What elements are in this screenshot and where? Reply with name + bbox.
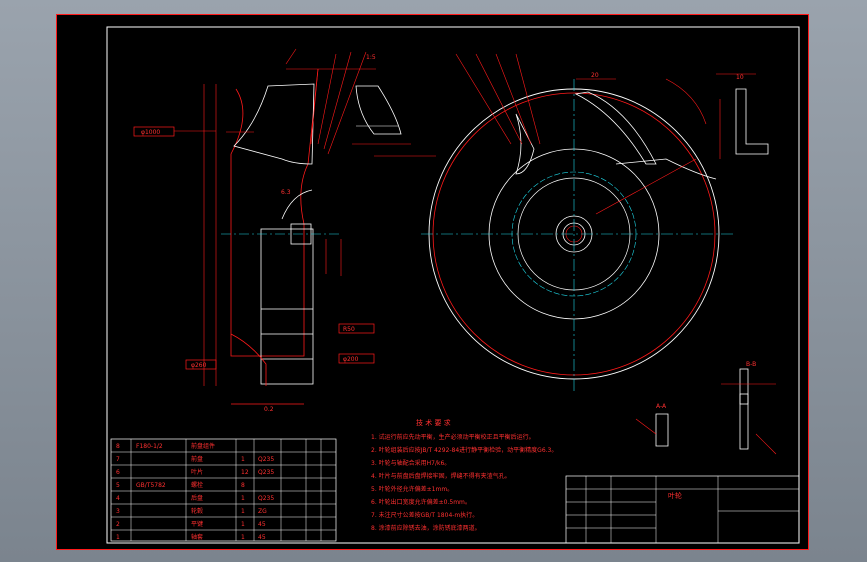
note-line: 7. 未注尺寸公差按GB/T 1804-m执行。 — [371, 511, 478, 519]
sheet-border-outer — [56, 14, 809, 550]
table-cell: 1 — [241, 534, 245, 541]
dimension-label: A-A — [656, 403, 667, 410]
table-cell: 12 — [241, 469, 249, 476]
table-cell: 8 — [241, 482, 245, 489]
impeller-drawing: 技 术 要 求 1. 试运行前应先动平衡，生产必须动平衡校正且平衡后运行。 2.… — [56, 14, 809, 550]
table-cell: 45 — [258, 521, 266, 528]
dimension-label: φ1000 — [141, 129, 160, 136]
dimension-label: 1:5 — [366, 54, 376, 61]
table-cell: 前盘组件 — [191, 442, 215, 450]
dimension-label: φ260 — [191, 362, 207, 369]
table-cell: 7 — [116, 456, 120, 463]
table-cell: 轮毂 — [191, 507, 203, 515]
table-cell: 螺栓 — [191, 481, 203, 489]
dimension-label: 0.2 — [264, 406, 274, 413]
note-line: 8. 涂漆前应除锈去油，涂防锈底漆两道。 — [371, 524, 481, 532]
drawing-viewport[interactable]: 技 术 要 求 1. 试运行前应先动平衡，生产必须动平衡校正且平衡后运行。 2.… — [56, 14, 809, 550]
sheet-border-inner — [106, 26, 800, 544]
dimension-labels: φ1000 R50 φ200 φ260 20 10 A-A B-B 0.2 1:… — [141, 54, 756, 413]
notes-title: 技 术 要 求 — [416, 418, 451, 427]
table-cell: F180-1/2 — [136, 443, 163, 450]
table-cell: 平键 — [191, 520, 203, 528]
table-cell: 1 — [241, 495, 245, 502]
table-cell: 轴套 — [191, 533, 203, 541]
table-cell: 45 — [258, 534, 266, 541]
detail-view-right — [635, 73, 777, 455]
notes-list: 1. 试运行前应先动平衡，生产必须动平衡校正且平衡后运行。 2. 叶轮组装后应按… — [371, 433, 557, 532]
table-cell: 1 — [241, 456, 245, 463]
table-cell: Q235 — [258, 469, 274, 476]
note-line: 6. 叶轮出口宽度允许偏差±0.5mm。 — [371, 498, 471, 506]
note-line: 3. 叶轮与轴配合采用H7/k6。 — [371, 459, 450, 467]
dimension-label: R50 — [343, 326, 355, 333]
note-line: 5. 叶轮外径允许偏差±1mm。 — [371, 485, 453, 493]
dimension-label: φ200 — [343, 356, 359, 363]
dimension-label: 20 — [591, 72, 599, 79]
table-cell: Q235 — [258, 456, 274, 463]
parts-table-text: 8 F180-1/2 前盘组件 7 前盘 1 Q235 6 叶片 12 Q235… — [116, 442, 274, 541]
table-cell: 5 — [116, 482, 120, 489]
section-view — [133, 48, 376, 405]
table-cell: 1 — [241, 508, 245, 515]
detail-view-top — [352, 85, 436, 157]
table-cell: 4 — [116, 495, 120, 502]
note-line: 2. 叶轮组装后应按JB/T 4292-84进行静平衡检验，动平衡精度G6.3。 — [371, 446, 557, 454]
front-view — [421, 53, 736, 394]
parts-table — [110, 438, 337, 542]
title-block — [565, 475, 800, 544]
table-cell: 2 — [116, 521, 120, 528]
table-cell: 6 — [116, 469, 120, 476]
note-line: 1. 试运行前应先动平衡，生产必须动平衡校正且平衡后运行。 — [371, 433, 535, 441]
table-cell: 叶片 — [191, 468, 203, 476]
dimension-label: B-B — [746, 361, 756, 368]
dimension-label: 6.3 — [281, 189, 291, 196]
table-cell: 1 — [241, 521, 245, 528]
table-cell: 3 — [116, 508, 120, 515]
dimension-label: 10 — [736, 74, 744, 81]
table-cell: 后盘 — [191, 494, 203, 502]
note-line: 4. 叶片与前盘后盘焊接牢固，焊缝不得有夹渣气孔。 — [371, 472, 511, 480]
table-cell: 1 — [116, 534, 120, 541]
table-cell: ZG — [258, 508, 267, 515]
drawing-title: 叶轮 — [668, 491, 682, 500]
table-cell: 8 — [116, 443, 120, 450]
table-cell: Q235 — [258, 495, 274, 502]
table-cell: 前盘 — [191, 455, 203, 463]
table-cell: GB/T5782 — [136, 482, 166, 489]
